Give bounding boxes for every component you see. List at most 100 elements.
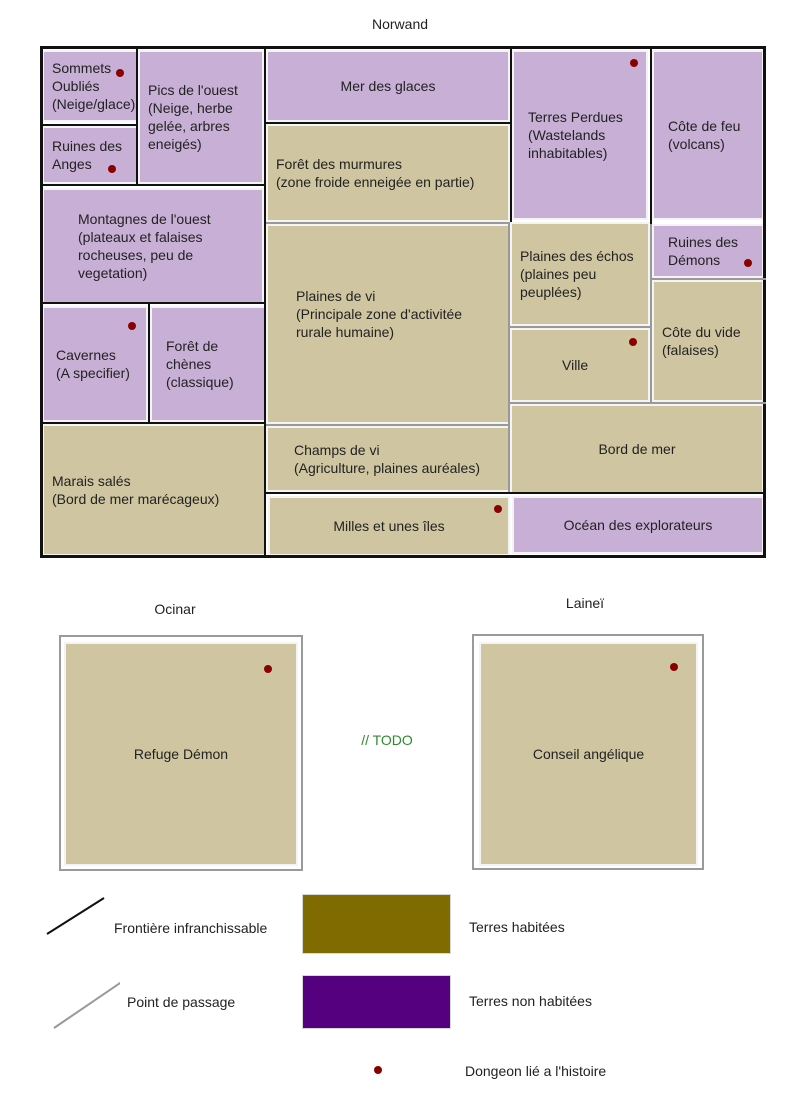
region-name: Milles et unes îles: [333, 518, 445, 534]
region-foret-de-chenes[interactable]: Forêt de chènes (classique): [150, 306, 266, 422]
legend-border-lines: [46, 897, 120, 1029]
legend-impassable-label: Frontière infranchissable: [114, 920, 268, 936]
impassable-border: [148, 304, 150, 424]
region-name: Conseil angélique: [532, 746, 645, 762]
impassable-border: [510, 492, 766, 494]
dungeon-marker: [744, 259, 752, 267]
region-name: Mer des glaces: [340, 78, 436, 94]
legend-dungeon-label: Dongeon lié a l'histoire: [465, 1063, 607, 1079]
region-cavernes[interactable]: Cavernes (A specifier): [42, 306, 148, 422]
region-cote-de-feu[interactable]: Côte de feu (volcans): [652, 50, 764, 220]
region-desc: (falaises): [662, 342, 719, 358]
region-name: Marais salés: [52, 473, 131, 489]
dungeon-marker: [264, 665, 272, 673]
region-name: Montagnes de l'ouest: [78, 211, 211, 227]
region-desc: (Wastelands inhabitables): [528, 127, 608, 161]
region-ruines-des-demons[interactable]: Ruines des Démons: [652, 224, 764, 278]
region-desc: (plateaux et falaises rocheuses, peu de …: [78, 229, 203, 281]
dungeon-marker: [494, 505, 502, 513]
impassable-border: [763, 46, 766, 558]
region-foret-des-murmures[interactable]: Forêt des murmures (zone froide enneigée…: [266, 124, 510, 222]
impassable-border: [40, 124, 138, 126]
legend-uninhabited-swatch: [302, 975, 451, 1029]
passage-border: [652, 278, 766, 280]
dungeon-marker: [128, 322, 136, 330]
region-name: Plaines des échos: [520, 248, 634, 264]
passage-border: [510, 326, 652, 328]
dungeon-marker: [630, 59, 638, 67]
region-desc: Anges: [52, 156, 92, 172]
region-name: Sommets: [52, 60, 112, 76]
impassable-border: [40, 184, 266, 186]
region-mer-des-glaces[interactable]: Mer des glaces: [266, 50, 510, 122]
dungeon-marker: [108, 165, 116, 173]
dungeon-marker: [116, 69, 124, 77]
impassable-border: [40, 46, 766, 49]
region-desc: (Agriculture, plaines auréales): [294, 460, 480, 476]
region-milles-et-unes-iles[interactable]: Milles et unes îles: [268, 496, 510, 556]
region-name: Ruines des: [52, 138, 123, 154]
region-ocean-des-explorateurs[interactable]: Océan des explorateurs: [512, 496, 764, 554]
impassable-border: [266, 122, 512, 124]
ocinar-title: Ocinar: [154, 601, 196, 617]
legend-uninhabited-label: Terres non habitées: [469, 993, 592, 1009]
legend-passage-label: Point de passage: [127, 994, 236, 1010]
impassable-border: [40, 422, 266, 424]
region-desc: (plaines peu peuplées): [520, 266, 597, 300]
region-terres-perdues[interactable]: Terres Perdues (Wastelands inhabitables): [512, 50, 648, 220]
region-sommets-oublies[interactable]: Sommets Oubliés (Neige/glace): [42, 50, 138, 122]
region-name: Terres Perdues: [528, 109, 623, 125]
region-name: Plaines de vi: [296, 288, 376, 304]
impassable-border: [40, 555, 766, 558]
region-refuge-demon[interactable]: Refuge Démon: [64, 642, 298, 866]
dungeon-marker: [670, 663, 678, 671]
region-ville[interactable]: Ville: [510, 328, 650, 402]
region-name: Forêt de: [166, 338, 219, 354]
region-name: Côte de feu: [668, 118, 741, 134]
impassable-line-sample: [46, 897, 105, 935]
region-cote-du-vide[interactable]: Côte du vide (falaises): [652, 280, 764, 402]
region-desc: (Bord de mer marécageux): [52, 491, 220, 507]
region-name: Forêt des murmures: [276, 156, 403, 172]
region-plaines-de-vi[interactable]: Plaines de vi (Principale zone d'activit…: [266, 224, 510, 424]
region-name: Ville: [562, 357, 589, 373]
lainei-title: Laineï: [565, 595, 605, 611]
region-name: Côte du vide: [662, 324, 741, 340]
region-bord-de-mer[interactable]: Bord de mer: [510, 404, 764, 494]
passage-border: [266, 222, 510, 224]
passage-border: [510, 402, 766, 404]
region-ruines-des-anges[interactable]: Ruines des Anges: [42, 126, 138, 184]
passage-border: [650, 224, 652, 404]
region-desc: Oubliés (Neige/glace): [52, 78, 136, 112]
legend-dungeon-dot: [374, 1066, 382, 1074]
region-desc: chènes (classique): [166, 356, 234, 390]
region-name: Champs de vi: [294, 442, 380, 458]
region-desc: (Principale zone d'activitée rurale huma…: [296, 306, 463, 340]
region-name: Ruines des: [668, 234, 739, 250]
todo-note: // TODO: [361, 732, 413, 748]
region-desc: Démons: [668, 252, 721, 268]
region-champs-de-vi[interactable]: Champs de vi (Agriculture, plaines auréa…: [266, 426, 510, 492]
region-name: Pics de l'ouest: [148, 82, 238, 98]
region-montagnes-de-l-ouest[interactable]: Montagnes de l'ouest (plateaux et falais…: [42, 188, 264, 304]
region-pics-de-l-ouest[interactable]: Pics de l'ouest (Neige, herbe gelée, arb…: [138, 50, 264, 184]
impassable-border: [40, 302, 266, 304]
region-name: Bord de mer: [598, 441, 676, 457]
dungeon-marker: [629, 338, 637, 346]
region-name: Cavernes: [56, 347, 116, 363]
impassable-border: [510, 48, 512, 222]
norwand-title: Norwand: [371, 16, 429, 32]
impassable-border: [650, 48, 652, 224]
region-name: Océan des explorateurs: [563, 517, 713, 533]
region-marais-sales[interactable]: Marais salés (Bord de mer marécageux): [42, 424, 266, 556]
region-plaines-des-echos[interactable]: Plaines des échos (plaines peu peuplées): [510, 222, 650, 326]
region-desc: (zone froide enneigée en partie): [276, 174, 475, 190]
region-name: Refuge Démon: [133, 746, 229, 762]
impassable-border: [136, 48, 138, 186]
passage-line-sample: [53, 981, 120, 1029]
region-conseil-angelique[interactable]: Conseil angélique: [479, 642, 698, 866]
legend-inhabited-label: Terres habitées: [469, 919, 565, 935]
passage-border: [266, 424, 510, 426]
passage-border: [508, 224, 510, 492]
region-desc: (volcans): [668, 136, 725, 152]
